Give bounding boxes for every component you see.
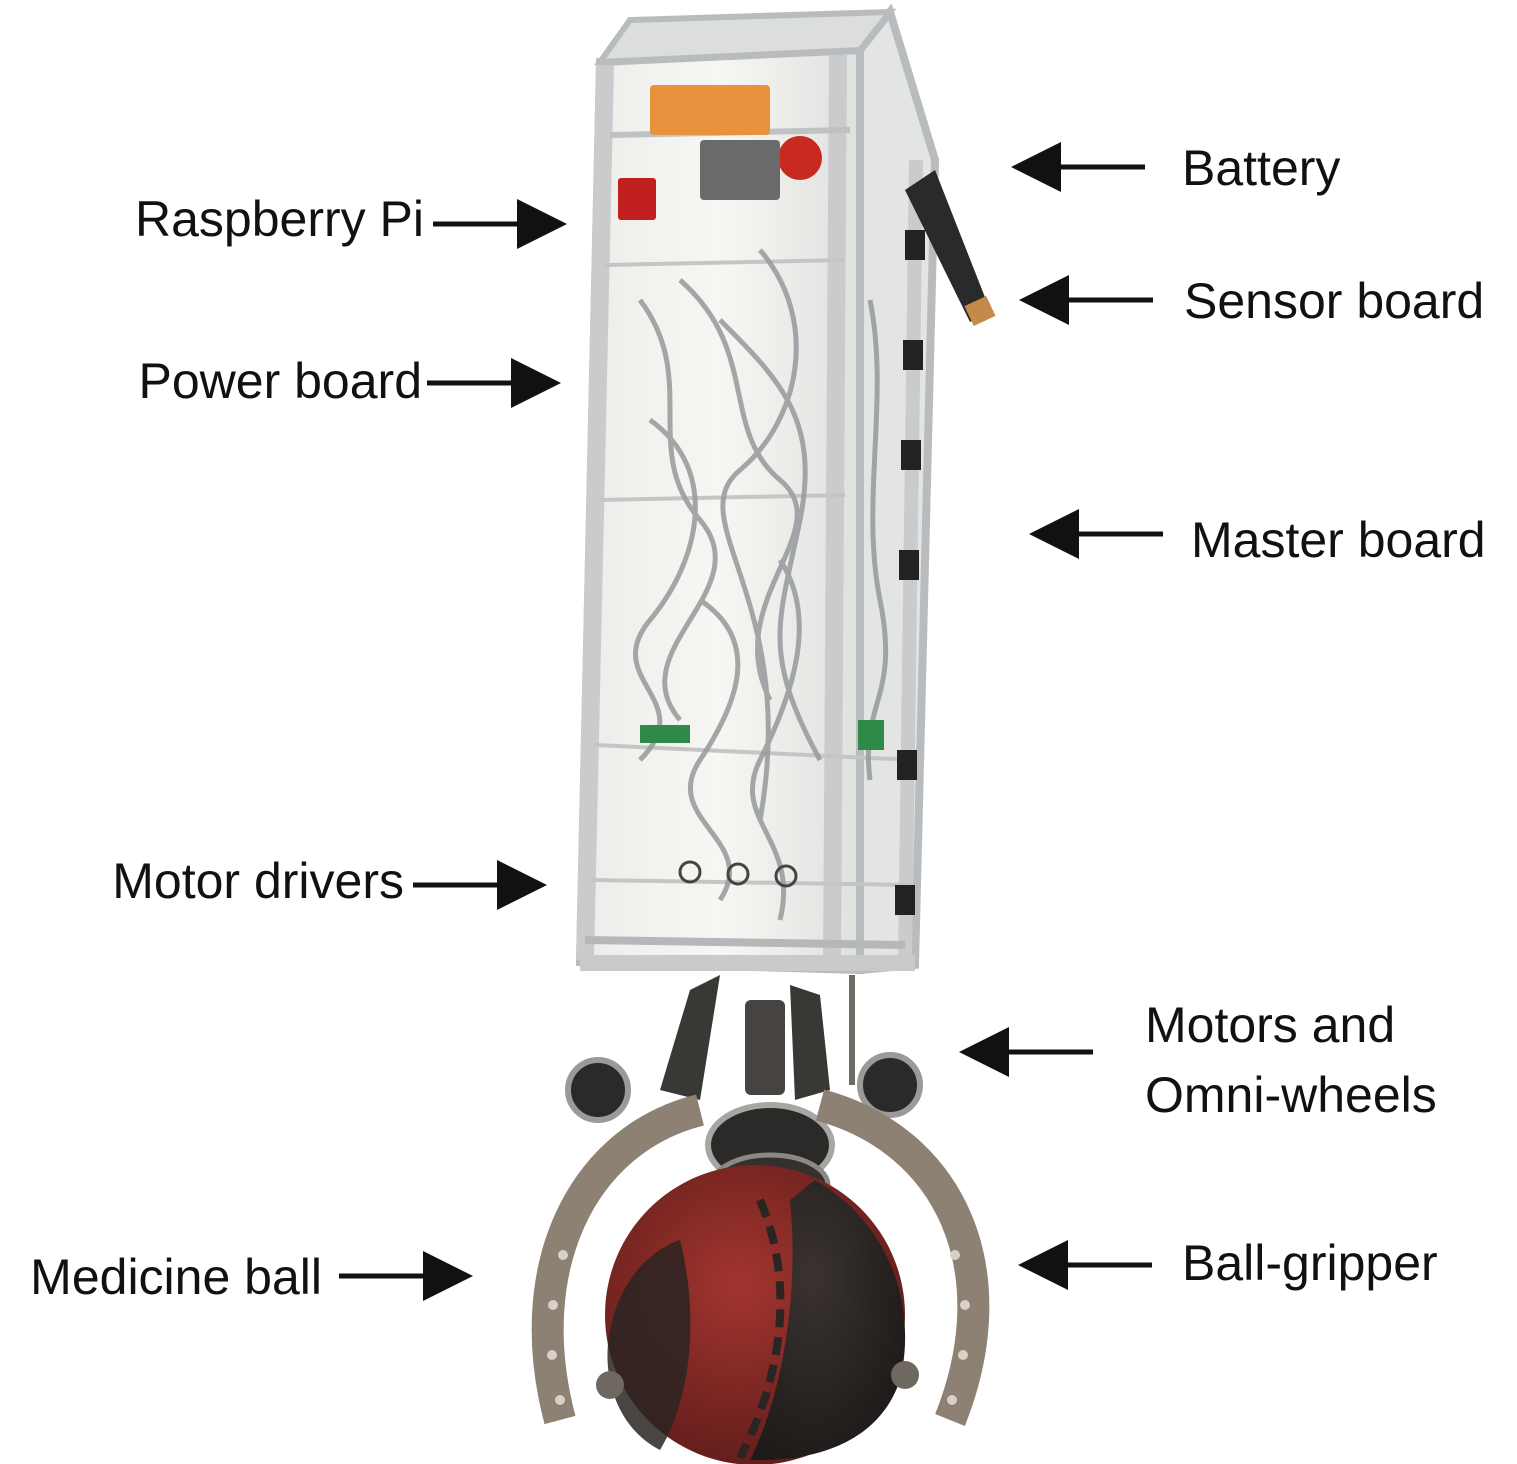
callout-labels: Raspberry Pi Power board Motor drivers M…	[30, 140, 1485, 1305]
robot-illustration	[531, 3, 996, 1464]
label-master-board: Master board	[1191, 512, 1486, 568]
label-motors-line2: Omni-wheels	[1145, 1067, 1437, 1123]
label-ball-gripper: Ball-gripper	[1182, 1235, 1438, 1291]
ball-gripper	[531, 1089, 990, 1426]
label-motors-line1: Motors and	[1145, 997, 1395, 1053]
label-sensor-board: Sensor board	[1184, 273, 1484, 329]
label-battery: Battery	[1182, 140, 1340, 196]
label-power-board: Power board	[139, 353, 423, 409]
electronics-tower	[575, 3, 996, 975]
medicine-ball	[605, 1165, 906, 1464]
label-raspberry-pi: Raspberry Pi	[135, 191, 424, 247]
label-motor-drivers: Motor drivers	[112, 853, 404, 909]
label-medicine-ball: Medicine ball	[30, 1249, 322, 1305]
callout-arrows	[339, 142, 1163, 1301]
